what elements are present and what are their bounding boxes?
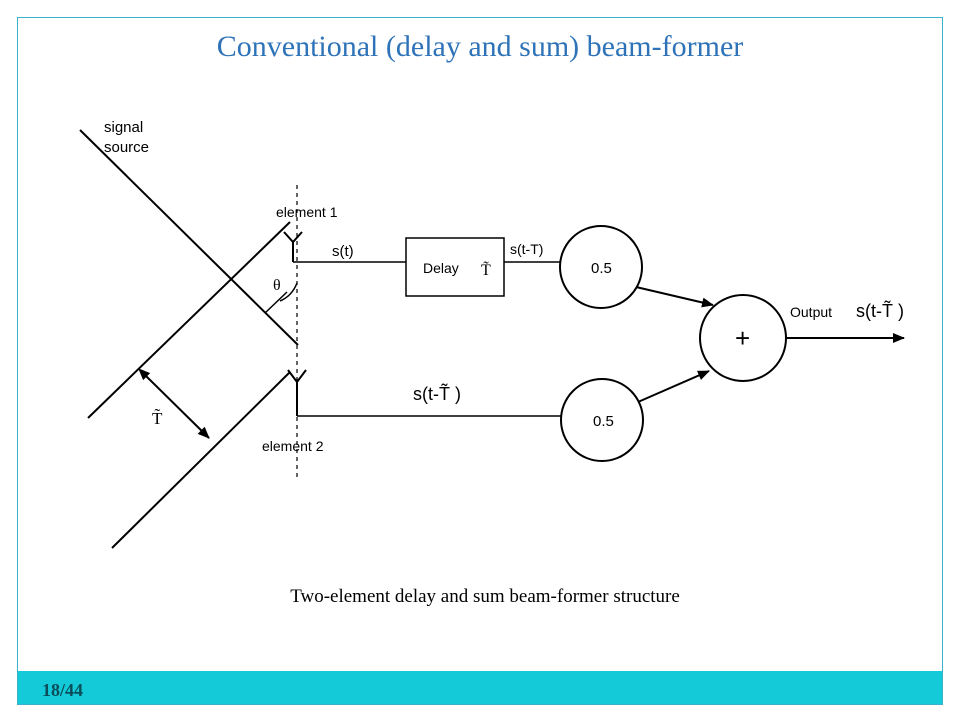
signal-bottom-label: s(t-T̃ ) — [413, 383, 461, 404]
delay-block — [405, 237, 505, 297]
gain-bottom-node — [560, 378, 644, 462]
page-number: 18/44 — [42, 680, 84, 700]
delay-value-label: T̃ — [481, 261, 491, 279]
element1-antenna-icon — [283, 231, 303, 262]
element1-normal — [264, 291, 288, 314]
element2-antenna-icon — [287, 369, 307, 416]
output-label: Output — [790, 304, 832, 320]
tau-label: T̃ — [152, 409, 163, 428]
gain-bottom-value: 0.5 — [593, 413, 614, 430]
gain-top-value: 0.5 — [591, 260, 612, 277]
sum-symbol: + — [735, 323, 750, 353]
theta-label: θ — [273, 277, 281, 294]
tau-double-arrow — [138, 368, 210, 439]
slide-title: Conventional (delay and sum) beam-former — [216, 30, 744, 63]
signal-source-ray — [79, 129, 299, 346]
signal-source-label-line1: signal — [104, 119, 143, 136]
arrow-gain-top-to-sum — [635, 286, 714, 308]
footer-bar — [18, 671, 942, 704]
signal-top-out-label: s(t-T) — [510, 241, 543, 257]
element2-label: element 2 — [262, 438, 324, 454]
signal-top-in-label: s(t) — [332, 243, 354, 260]
theta-arc — [279, 282, 298, 302]
figure-caption: Two-element delay and sum beam-former st… — [290, 586, 680, 607]
output-signal-label: s(t-T̃ ) — [856, 300, 904, 321]
signal-source-label-line2: source — [104, 139, 149, 156]
wavefront-upper — [87, 221, 291, 419]
arrow-gain-bottom-to-sum — [637, 370, 710, 403]
slide-frame — [17, 17, 943, 705]
delay-word-label: Delay — [423, 260, 459, 276]
wavefront-lower — [111, 371, 291, 549]
gain-top-node — [559, 225, 643, 309]
element1-label: element 1 — [276, 204, 338, 220]
